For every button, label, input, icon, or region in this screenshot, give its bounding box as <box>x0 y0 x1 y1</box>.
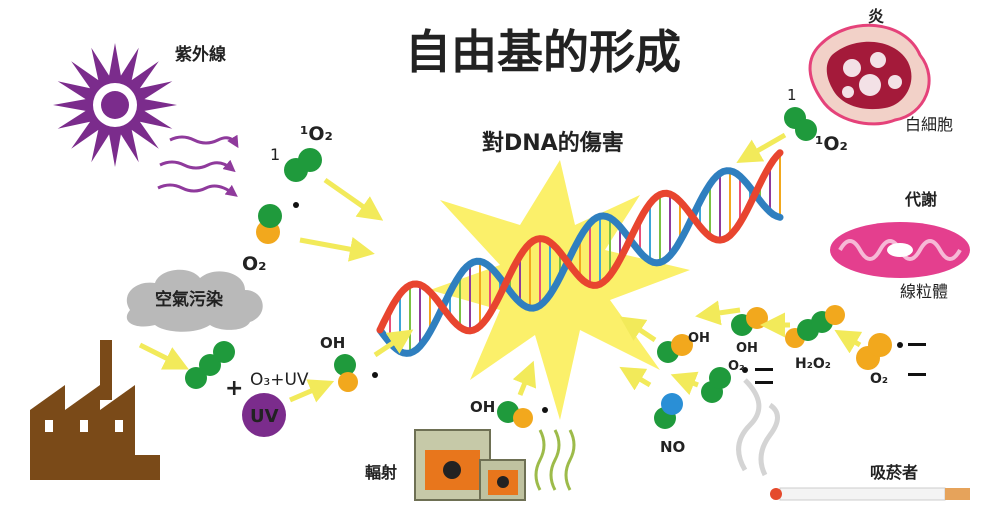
singlet-oxygen-molecule-left <box>284 148 322 182</box>
hydrogen-peroxide-molecule <box>785 305 845 348</box>
nitric-oxide-label: NO <box>660 438 685 456</box>
arrow-radiation-to-dna <box>512 360 537 396</box>
metabolism-label: 代謝 <box>904 190 937 209</box>
dna-helix <box>376 149 784 357</box>
hydroxyl-label-radiation: OH <box>470 398 495 416</box>
hydroxyl-radical-right-top <box>657 334 693 363</box>
uv-badge-label: UV <box>250 406 279 427</box>
hydrogen-peroxide-label: H₂O₂ <box>795 356 831 372</box>
arrow-uv-to-oh <box>289 379 335 403</box>
superoxide-molecule-mid <box>701 367 773 403</box>
uv-rays <box>157 134 239 197</box>
singlet-oxygen-superscript-right: 1 <box>787 86 797 104</box>
smoker-label: 吸菸者 <box>870 463 918 482</box>
hydroxyl-label-right-top: OH <box>688 331 710 346</box>
hydroxyl-radical-radiation <box>497 401 548 428</box>
cigarette-icon <box>770 487 970 501</box>
mitochondrion-label: 線粒體 <box>900 282 948 301</box>
hydroxyl-radical-pollution <box>334 354 378 392</box>
plus-sign: + <box>225 376 243 401</box>
pollution-cloud-icon <box>126 269 263 332</box>
superoxide-label-right: O₂ <box>870 371 888 387</box>
uv-label: 紫外線 <box>175 44 226 65</box>
uv-sun-icon <box>53 43 177 167</box>
ozone-uv-reaction-label: O₃+UV <box>250 370 309 390</box>
singlet-oxygen-superscript-left: 1 <box>270 145 280 164</box>
hydroxyl-label-right-mid: OH <box>736 341 758 356</box>
singlet-oxygen-label-right: ¹O₂ <box>815 133 848 155</box>
pollution-molecule <box>185 341 235 389</box>
arrows-uv-to-dna <box>299 177 384 262</box>
inflammation-label: 炎 <box>868 7 884 26</box>
arrow-oh-to-dna <box>373 329 414 358</box>
damage-burst <box>430 160 690 420</box>
factory-icon <box>30 340 160 480</box>
superoxide-label-mid: O₂ <box>728 359 745 374</box>
smoke-wisps <box>736 378 780 477</box>
air-pollution-label: 空氣污染 <box>155 289 223 310</box>
page-title: 自由基的形成 <box>405 25 681 79</box>
mitochondrion-icon <box>830 222 970 278</box>
white-blood-cell-icon <box>808 23 931 126</box>
oxygen-label-left: O₂ <box>242 253 266 275</box>
superoxide-molecule-right <box>856 333 926 376</box>
singlet-oxygen-molecule-right <box>784 107 817 141</box>
radiation-fumes <box>534 429 576 491</box>
uv-badge-icon <box>242 393 286 437</box>
radioactive-barrel-icon <box>414 429 526 501</box>
radiation-label: 輻射 <box>365 463 397 482</box>
oxygen-radical-molecule <box>256 202 299 244</box>
hydroxyl-label-pollution: OH <box>320 334 345 352</box>
singlet-oxygen-label-left: ¹O₂ <box>300 123 333 145</box>
dna-strand-red <box>376 149 784 335</box>
arrows-right-to-dna <box>619 300 863 396</box>
dna-strand-blue <box>376 167 784 357</box>
arrow-inflammation-to-dna <box>736 132 787 163</box>
arrow-factory-to-molecule <box>138 342 189 370</box>
dna-damage-label: 對DNA的傷害 <box>482 130 624 156</box>
white-blood-cell-label: 白細胞 <box>905 115 953 134</box>
nitric-oxide-molecule <box>654 393 683 429</box>
